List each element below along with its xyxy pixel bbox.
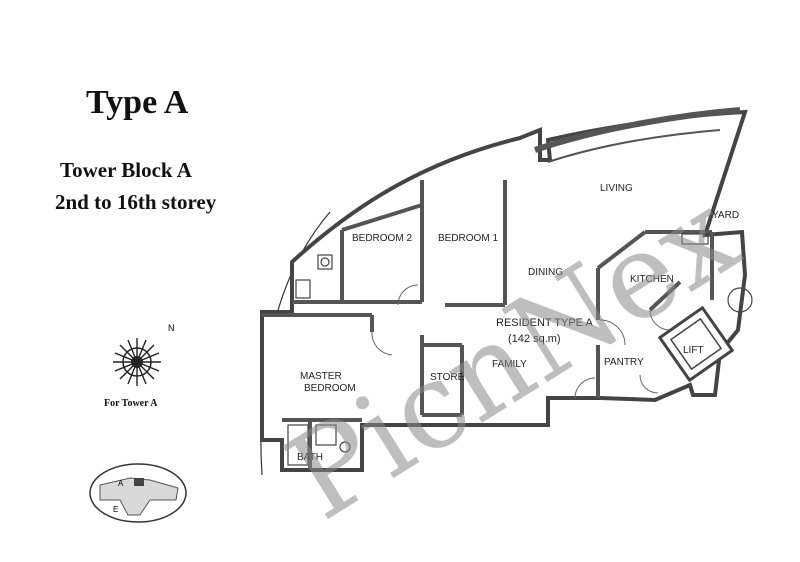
internal-walls bbox=[262, 180, 714, 470]
room-label-lift: LIFT bbox=[683, 345, 704, 356]
room-label-dining: DINING bbox=[528, 267, 563, 278]
keyplan-label-e: E bbox=[113, 505, 118, 514]
bathroom-fixtures bbox=[287, 254, 351, 466]
room-label-master: MASTER bbox=[300, 371, 342, 382]
room-label-bath: BATH bbox=[297, 452, 323, 463]
compass-icon bbox=[113, 338, 161, 386]
room-label-family: FAMILY bbox=[492, 359, 527, 370]
key-plan: A E bbox=[89, 463, 187, 523]
lift-shaft bbox=[657, 305, 735, 383]
room-label-yard: YARD bbox=[712, 210, 739, 221]
room-label-store: STORE bbox=[430, 372, 465, 383]
page-title: Type A bbox=[86, 84, 189, 121]
keyplan-label-a: A bbox=[118, 479, 124, 488]
unit-name: RESIDENT TYPE A bbox=[496, 317, 593, 329]
room-label-bedroom2: BEDROOM 2 bbox=[352, 233, 412, 244]
room-label-bedroom: BEDROOM bbox=[304, 383, 356, 394]
room-label-living: LIVING bbox=[600, 183, 633, 194]
kitchen-fixtures bbox=[681, 233, 753, 313]
door-swings bbox=[371, 284, 671, 399]
storey-range-label: 2nd to 16th storey bbox=[55, 190, 217, 214]
room-label-kitchen: KITCHEN bbox=[630, 274, 674, 285]
north-marker: N bbox=[168, 323, 175, 333]
unit-area: (142 sq.m) bbox=[508, 333, 561, 345]
room-label-bedroom1: BEDROOM 1 bbox=[438, 233, 498, 244]
compass-label: For Tower A bbox=[104, 398, 158, 409]
room-label-pantry: PANTRY bbox=[604, 357, 644, 368]
tower-block-label: Tower Block A bbox=[60, 158, 192, 182]
